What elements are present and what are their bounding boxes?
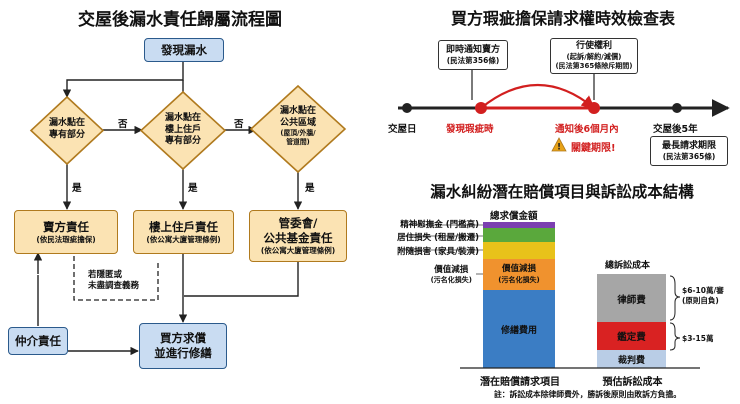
svg-text:!: ! <box>557 143 561 153</box>
timeline-point-5years: 交屋後5年 <box>653 124 698 135</box>
segment-court-label: 裁判費 <box>617 356 645 366</box>
upstairs-responsibility-box: 樓上住戶責任 (依公寓大廈管理條例) <box>133 210 234 254</box>
no-label-2: 否 <box>234 119 244 130</box>
cost-bars <box>402 222 700 369</box>
critical-deadline-label: 關鍵期限! <box>571 143 616 154</box>
buyer-claim-box: 買方求償 並進行修繕 <box>139 323 227 369</box>
right-bar-caption: 預估訴訟成本 <box>602 377 663 388</box>
agent-responsibility-box: 仲介責任 <box>8 327 68 355</box>
yes-label-2: 是 <box>188 183 198 194</box>
brace-top <box>669 275 681 321</box>
segment-incidental <box>483 242 555 259</box>
flow-connectors <box>33 62 303 356</box>
decision-label-upstairs: 漏水點在樓上住戶專有部分 <box>164 113 201 146</box>
left-bar-header: 總求償金額 <box>490 211 538 222</box>
brace-top-label: $6-10萬/審(原則自負) <box>682 286 724 305</box>
decision-label-private: 漏水點在專有部分 <box>48 118 85 140</box>
timeline-title: 買方瑕疵擔保請求權時效檢查表 <box>450 9 675 28</box>
segment-housing <box>483 228 555 242</box>
segment-lawyer-label: 律師費 <box>617 295 646 306</box>
segment-appraisal-label: 鑑定費 <box>617 332 646 343</box>
yes-label-1: 是 <box>72 183 82 194</box>
label-spiritual: 精神慰撫金 (門檻高) <box>400 220 479 230</box>
segment-appraisal <box>597 322 666 350</box>
timeline-dot-5years <box>672 103 682 113</box>
cost-footnote: 註：訴訟成本除律師費外，勝訴後原則由敗訴方負擔。 <box>493 390 682 399</box>
label-housing: 居住損失 (租屋/搬遷) <box>397 233 479 243</box>
committee-responsibility-box: 管委會/ 公共基金責任 (依公寓大廈管理條例) <box>249 210 347 262</box>
segment-spiritual <box>483 222 555 228</box>
segment-court <box>597 350 666 368</box>
timeline-point-notice: 通知後6個月內 <box>555 124 619 135</box>
exercise-rights-box: 行使權利 (起訴/解約/減價) (民法第365條除斥期間) <box>550 38 638 74</box>
yes-label-3: 是 <box>305 183 315 194</box>
timeline-dot-handover <box>402 103 412 113</box>
warning-triangle-icon <box>551 137 567 152</box>
left-bar-caption: 潛在賠償請求項目 <box>480 377 560 388</box>
dashed-connector <box>73 256 159 301</box>
decision-diamond-private <box>29 95 105 166</box>
notice-seller-box: 即時通知賣方 (民法第356條) <box>438 40 508 70</box>
segment-lawyer <box>597 274 666 322</box>
segment-repair-label: 修繕費用 <box>500 326 537 336</box>
decision-diamond-public <box>249 84 347 174</box>
seller-responsibility-box: 賣方責任 (依民法瑕疵擔保) <box>14 210 118 254</box>
segment-value-loss <box>483 259 555 290</box>
timeline-dot-notice <box>588 102 600 114</box>
brace-bottom-label: $3-15萬 <box>682 334 714 343</box>
timeline-dot-discovery <box>475 102 487 114</box>
segment-repair <box>483 290 555 368</box>
label-value-loss: 價值減損 (污名化損失) <box>430 265 472 284</box>
timeline-point-handover: 交屋日 <box>388 124 417 135</box>
brace-bottom <box>669 322 681 351</box>
label-incidental: 附隨損害 (家具/裝潢) <box>397 247 479 257</box>
dashed-note: 若隱匿或未盡調查義務 <box>88 270 140 291</box>
timeline-red-arc <box>480 83 596 109</box>
cost-title: 漏水糾紛潛在賠償項目與訴訟成本結構 <box>430 183 694 201</box>
segment-value-loss-label: 價值減損 (污名化損失) <box>498 264 540 284</box>
no-label-1: 否 <box>118 119 128 130</box>
flowchart-title: 交屋後漏水責任歸屬流程圖 <box>78 10 282 30</box>
decision-diamond-upstairs <box>139 90 227 171</box>
timeline-graphic: ! <box>398 70 730 153</box>
timeline-point-discovery: 發現瑕疵時 <box>446 124 494 135</box>
max-claim-period-box: 最長請求期限 (民法第365條) <box>650 136 728 166</box>
right-bar-header: 總訴訟成本 <box>605 261 651 271</box>
decision-label-public: 漏水點在公共區域 (屋頂/外牆/管道間) <box>279 106 316 146</box>
start-box-discover-leak: 發現漏水 <box>144 38 224 62</box>
